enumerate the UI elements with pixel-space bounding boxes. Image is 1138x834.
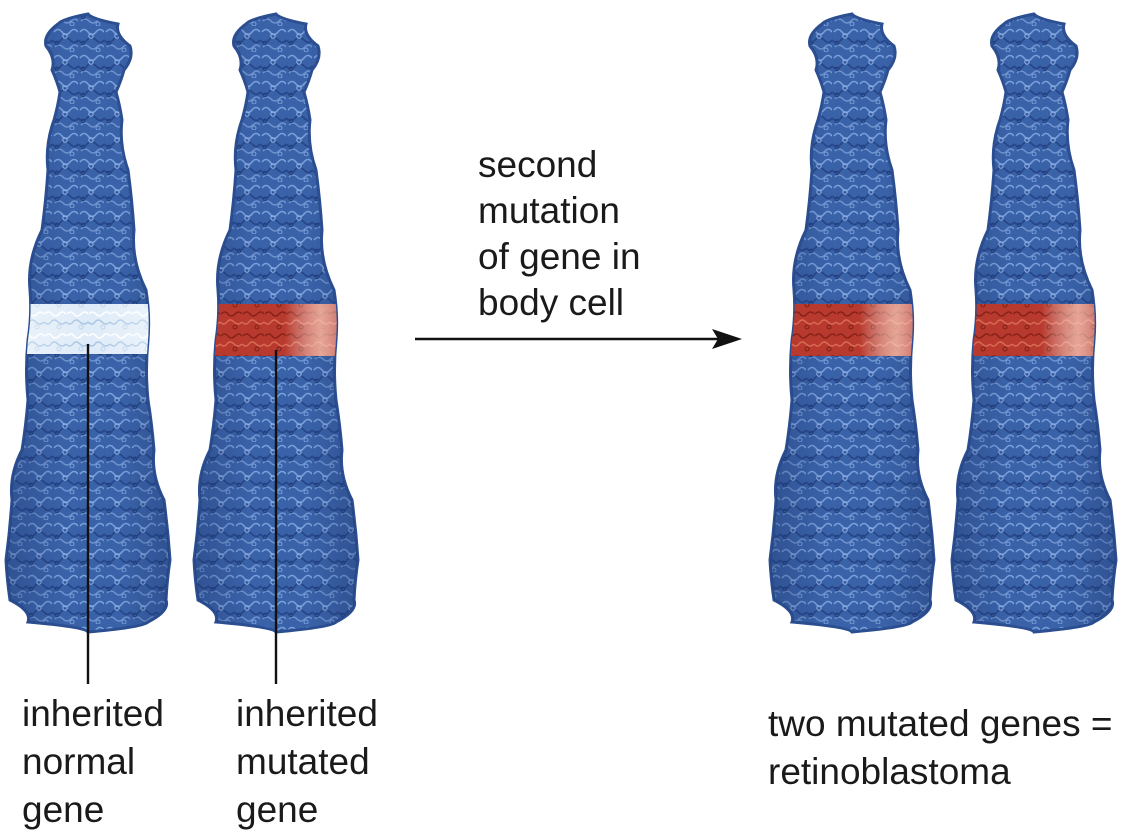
second-mutation-caption: second mutation of gene in body cell xyxy=(478,144,641,323)
process-arrow xyxy=(415,329,742,349)
chromosome-mutated-right-2 xyxy=(950,12,1118,634)
inherited-normal-gene-label: inherited normal gene xyxy=(22,693,164,830)
arrowhead-icon xyxy=(712,329,742,349)
chromosome-mutated-right-1 xyxy=(768,12,936,634)
inherited-mutated-gene-label: inherited mutated gene xyxy=(236,693,378,830)
retinoblastoma-result-label: two mutated genes = retinoblastoma xyxy=(768,703,1113,792)
chromosome-mutated-left xyxy=(192,12,360,634)
chromosome-normal-left xyxy=(4,12,172,634)
